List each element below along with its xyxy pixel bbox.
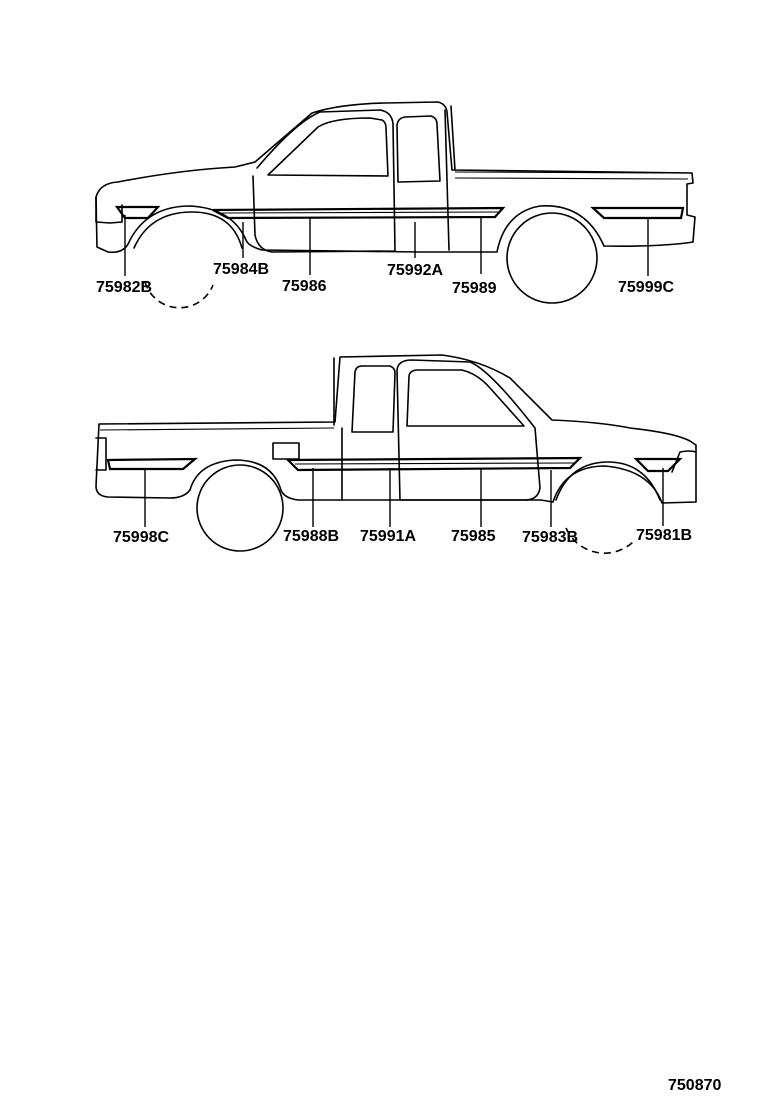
bottom-truck: 75998C 75988B 75991A 75985 75983B 75981B [95,354,697,554]
top-truck-body [95,101,696,254]
bottom-label-4: 75985 [451,528,496,545]
top-truck-window-front [267,117,389,177]
bottom-truck-tailgate [95,437,107,471]
top-truck-door [252,109,396,253]
top-truck-bumper [95,196,123,224]
top-label-5: 75989 [452,280,497,297]
top-truck-rear-stripe [590,206,685,220]
bottom-truck-bed-line [99,427,335,431]
bottom-truck-front-stripe [633,457,683,473]
bottom-truck-stripe-inner [294,462,575,465]
top-label-2: 75984B [213,261,269,278]
top-label-1: 75982B [96,279,152,296]
bottom-truck-door [396,359,541,501]
bottom-truck-front-wheelwell [555,461,661,501]
top-truck-cab-post [444,105,456,251]
top-truck-front-wheel [144,281,214,309]
figure-id: 750870 [668,1077,721,1094]
top-label-3: 75986 [282,278,327,295]
bottom-truck-rear-stripe [106,457,199,471]
bottom-truck-stripe [285,456,583,472]
bottom-label-2: 75988B [283,528,339,545]
top-truck-window-rear [396,115,441,183]
top-truck-stripe-inner [221,211,499,214]
top-truck-stripe [212,206,506,220]
bottom-truck-rear-wheel [196,464,284,552]
top-label-4: 75992A [387,262,443,279]
top-label-6: 75999C [618,279,674,296]
bottom-label-5: 75983B [522,529,578,546]
bottom-truck-body [95,354,697,504]
top-truck-rear-wheel [506,212,598,304]
bottom-truck-front-wheel [565,527,636,554]
bottom-label-3: 75991A [360,528,416,545]
bottom-truck-window-front [406,369,525,427]
bottom-label-1: 75998C [113,529,169,546]
top-truck: 75982B 75984B 75986 75992A 75989 75999C [95,101,696,309]
top-truck-front-wheelwell [133,211,243,249]
bottom-truck-fuel-door [272,442,300,460]
bottom-truck-headlight [671,450,697,473]
bottom-label-6: 75981B [636,527,692,544]
top-truck-bed-line [454,171,691,180]
top-truck-front-stripe [114,205,161,220]
bottom-truck-window-rear [351,365,396,433]
